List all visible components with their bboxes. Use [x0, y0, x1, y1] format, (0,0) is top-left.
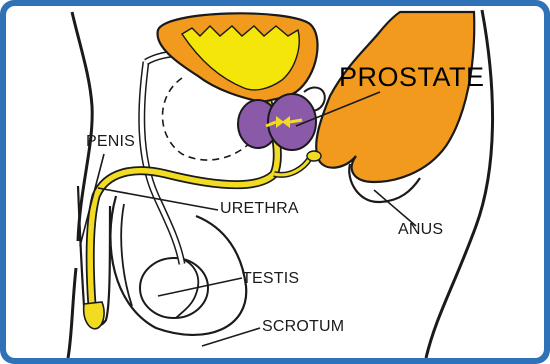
- prostate-label: PROSTATE: [339, 64, 485, 91]
- scrotum-label: SCROTUM: [262, 319, 344, 335]
- penis-label: PENIS: [86, 134, 135, 150]
- scrotum-inner-left: [121, 204, 132, 306]
- scrotum-leader-line: [202, 328, 260, 346]
- bulbourethral-gland: [307, 151, 321, 161]
- testis-label: TESTIS: [242, 271, 299, 287]
- front-lower-outline: [68, 268, 76, 358]
- penis-tip: [84, 302, 104, 329]
- prostate-arrow-right: [290, 120, 302, 122]
- anus-label: ANUS: [398, 222, 443, 238]
- male-pelvic-anatomy-illustration: [6, 6, 544, 358]
- diagram-panel: PROSTATE PENIS URETHRA ANUS TESTIS SCROT…: [6, 6, 544, 358]
- rectum: [316, 12, 474, 182]
- urethra-label: URETHRA: [220, 201, 299, 217]
